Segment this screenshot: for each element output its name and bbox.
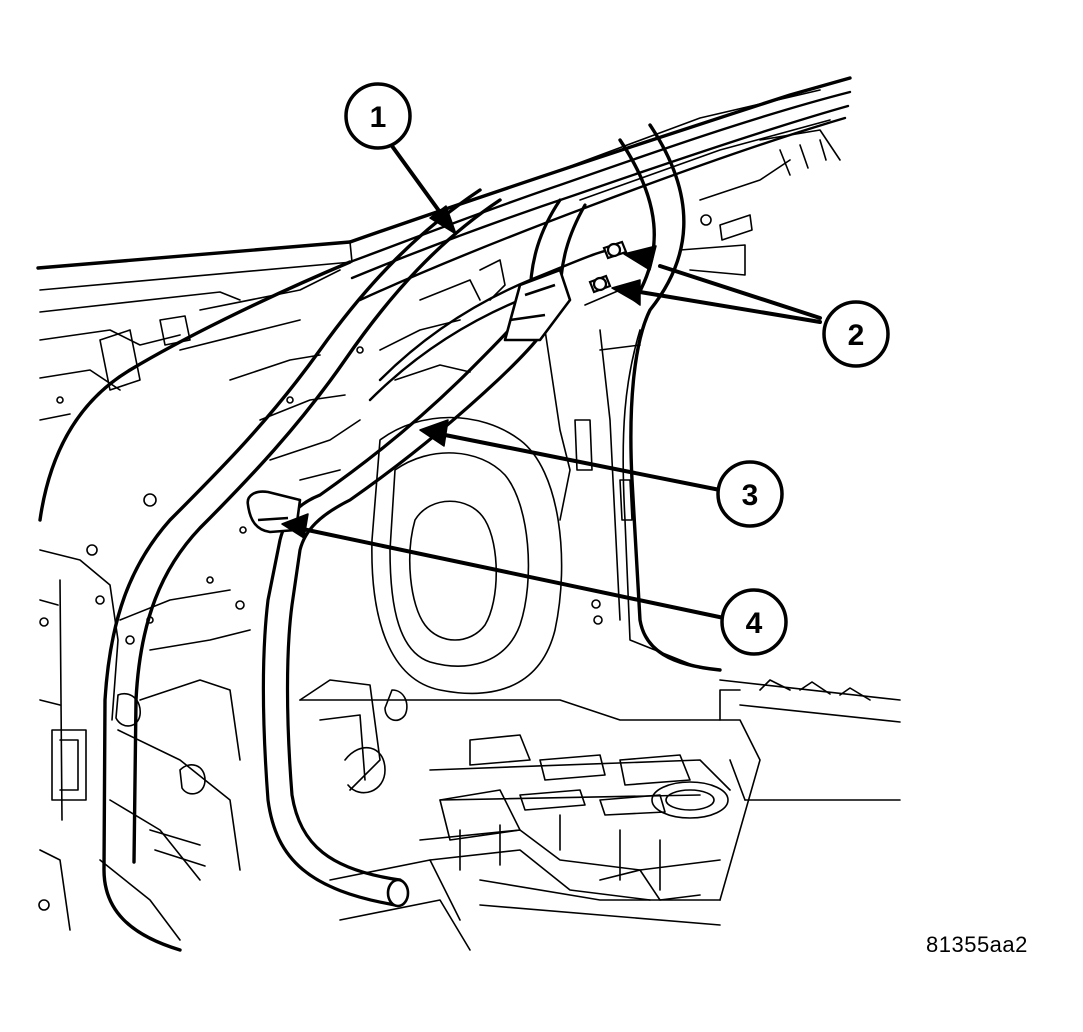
body-structure-lines bbox=[37, 89, 901, 951]
leader-lines bbox=[296, 144, 822, 620]
callout-1: 1 bbox=[344, 82, 412, 150]
seal-retainer-clips bbox=[246, 268, 572, 908]
retaining-screws bbox=[588, 240, 628, 294]
callout-3-label: 3 bbox=[742, 479, 759, 512]
callout-1-label: 1 bbox=[370, 101, 387, 134]
callout-3-circle bbox=[716, 460, 784, 528]
leader-arrowheads bbox=[281, 205, 657, 539]
callout-1-circle bbox=[344, 82, 412, 150]
roof-rail-seal bbox=[348, 90, 852, 402]
callout-4-circle bbox=[720, 588, 788, 656]
roof-outer-edge bbox=[36, 76, 852, 522]
callout-2: 2 bbox=[822, 300, 890, 368]
callout-4: 4 bbox=[720, 588, 788, 656]
callout-4-label: 4 bbox=[746, 607, 763, 640]
callout-2-label: 2 bbox=[848, 319, 865, 352]
callout-3: 3 bbox=[716, 460, 784, 528]
door-opening-weatherstrip bbox=[102, 123, 722, 952]
callout-2-circle bbox=[822, 300, 890, 368]
figure-id: 81355aa2 bbox=[926, 932, 1028, 957]
